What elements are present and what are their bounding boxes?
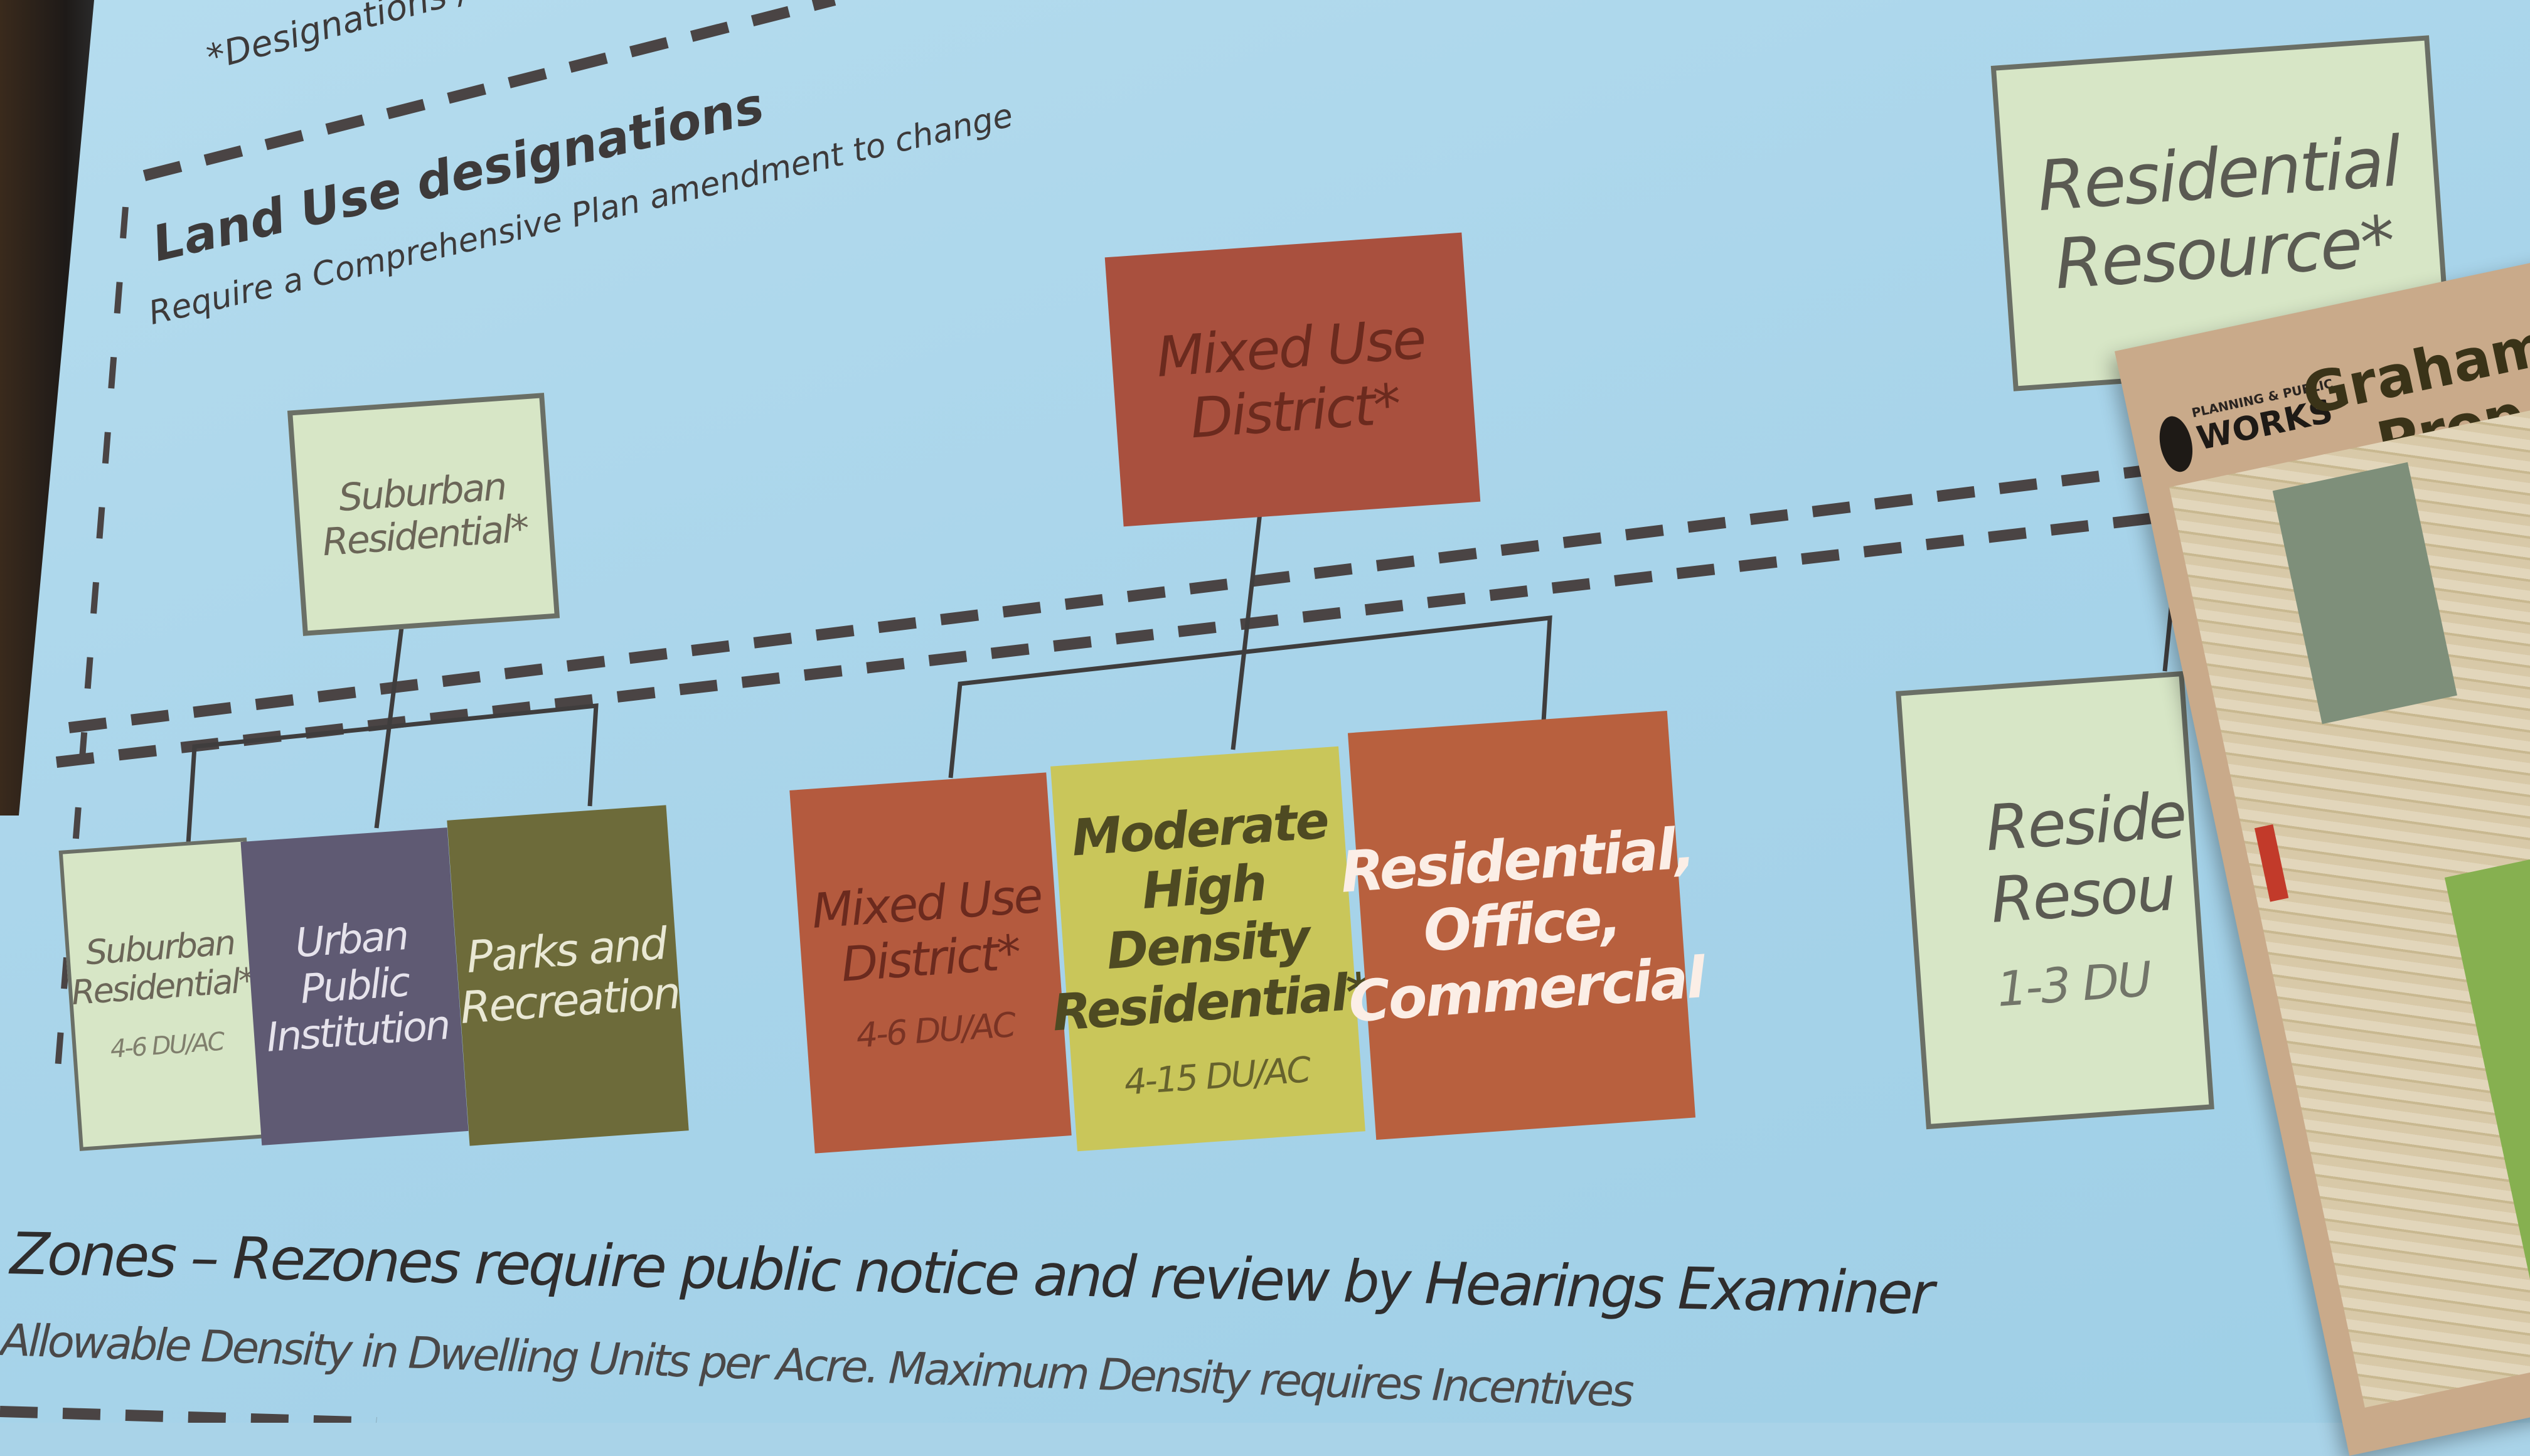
designation-suburban-residential: Suburban Residential* [287, 393, 560, 636]
zone-residential-office-commercial: Residential, Office, Commercial [1338, 711, 1706, 1140]
density-label: 4-6 DU/AC [109, 1027, 225, 1065]
box-label: Parks and Recreation [458, 917, 681, 1034]
zone-suburban-residential: Suburban Residential* 4-6 DU/AC [58, 837, 268, 1151]
planning-works-logo-icon [2155, 413, 2197, 476]
box-label: Mixed Use District* [809, 867, 1043, 992]
connector [186, 703, 599, 844]
box-label: Residential, Office, Commercial [1338, 815, 1706, 1036]
designation-mixed-use-district: Mixed Use District* [1104, 232, 1481, 527]
box-label: Moderate High Density Residential* [1050, 791, 1373, 1043]
zone-mixed-use-district: Mixed Use District* 4-6 DU/AC [789, 772, 1072, 1154]
box-label: Reside Resou [1983, 777, 2187, 937]
density-label: 1-3 DU [1995, 950, 2152, 1018]
zone-urban-public-institution: Urban Public Institution [240, 827, 469, 1145]
box-label: Mixed Use District* [1154, 306, 1427, 451]
top-dashed-divider [142, 0, 836, 181]
middle-dashed-divider-1 [68, 459, 2197, 733]
zone-moderate-high-density-residential: Moderate High Density Residential* 4-15 … [1050, 746, 1373, 1152]
connector [948, 615, 1552, 778]
connector [1230, 501, 1264, 750]
map-region-green [2444, 854, 2530, 1307]
density-label: 4-15 DU/AC [1123, 1049, 1311, 1103]
zone-parks-and-recreation: Parks and Recreation [447, 805, 689, 1146]
zone-residential-resource: Reside Resou 1-3 DU [1896, 671, 2214, 1130]
box-label: Suburban Residential* [321, 464, 530, 565]
map-region-red [2254, 824, 2289, 902]
box-label: Residential Resource* [2034, 120, 2403, 305]
diagram-lines [0, 0, 2199, 1423]
density-label: 4-6 DU/AC [855, 1004, 1016, 1056]
map-region-gray [2272, 462, 2457, 725]
bottom-dashed-divider [0, 1406, 377, 1423]
box-label: Suburban Residential* [70, 922, 255, 1013]
box-label: Urban Public Institution [265, 913, 451, 1062]
middle-dashed-divider-2 [55, 512, 2160, 768]
